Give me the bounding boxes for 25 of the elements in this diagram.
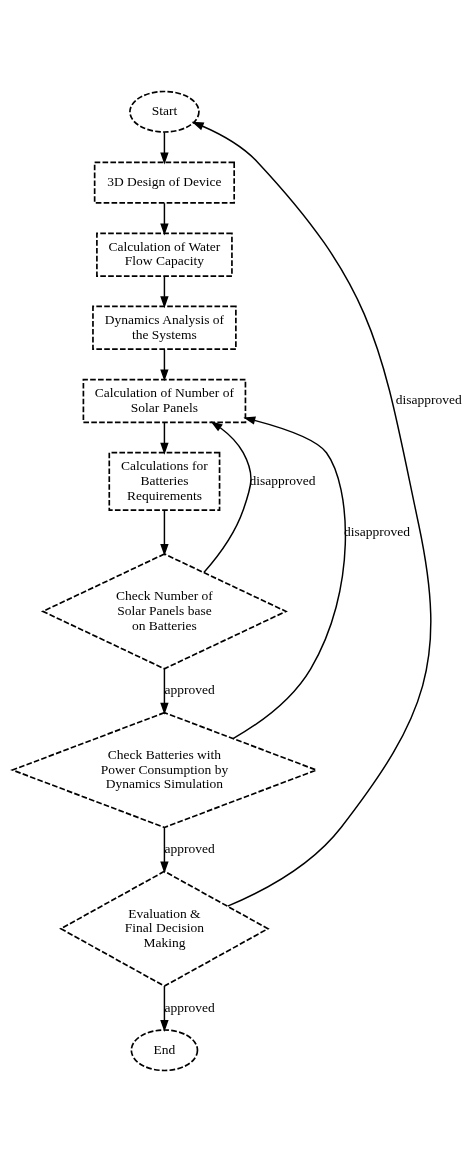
- arrow: [160, 131, 169, 164]
- arrow: [232, 415, 346, 739]
- edge-label: disapproved: [395, 391, 462, 407]
- node-box: Calculation of Water Flow Capacity: [96, 231, 233, 277]
- arrow: [160, 667, 169, 715]
- arrow: [191, 121, 432, 907]
- arrow: [160, 275, 169, 308]
- node-diamond: Evaluation & Final Decision Making: [59, 869, 270, 987]
- node-ellipse: End: [130, 1028, 199, 1071]
- arrow: [160, 348, 169, 381]
- edge-label: approved: [164, 840, 215, 856]
- arrow: [160, 509, 169, 556]
- node-ellipse: Start: [129, 90, 200, 133]
- node-box: 3D Design of Device: [93, 161, 236, 204]
- arrow: [160, 202, 169, 235]
- edge-label: approved: [164, 681, 215, 697]
- node-box: Calculation of Number of Solar Panels: [82, 378, 247, 423]
- edge-label: approved: [164, 999, 215, 1015]
- node-diamond: Check Number of Solar Panels base on Batteries: [40, 552, 288, 670]
- arrow: [160, 826, 169, 873]
- node-box: Calculations for Batteries Requirements: [108, 451, 221, 511]
- node-box: Dynamics Analysis of the Systems: [92, 305, 237, 350]
- arrow: [203, 420, 252, 573]
- arrow: [160, 985, 169, 1032]
- arrow: [160, 421, 169, 455]
